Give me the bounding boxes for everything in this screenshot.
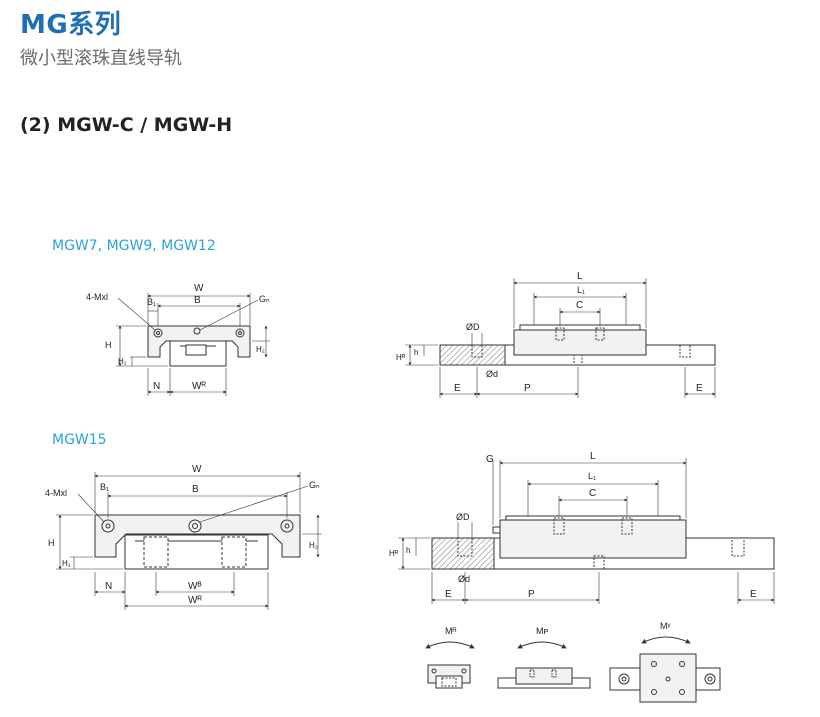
dim-h1: H₁	[62, 559, 71, 568]
dim-e: E	[445, 589, 452, 600]
dim-p: P	[524, 383, 531, 394]
model-label-large: MGW15	[52, 432, 107, 448]
dim-n: N	[153, 381, 160, 392]
moment-my-label: Mʸ	[660, 621, 670, 631]
dim-b1: B₁	[100, 482, 109, 492]
front-view-small	[116, 293, 270, 396]
dim-od: ØD	[466, 322, 480, 332]
dim-b1: B₁	[147, 297, 156, 307]
dim-gn: Gₙ	[309, 480, 320, 490]
moment-mr-label: Mᴿ	[445, 626, 457, 636]
dim-h2: H₂	[256, 345, 265, 354]
moment-mr-diagram	[425, 641, 475, 689]
dim-l1: L₁	[588, 471, 596, 481]
dim-od: ØD	[456, 512, 470, 522]
dim-c: C	[589, 488, 596, 499]
dim-e2: E	[696, 383, 703, 394]
dim-h2: H₂	[309, 541, 318, 550]
dim-l: L	[590, 451, 596, 462]
moment-mp-label: Mᴘ	[536, 626, 548, 636]
dim-mxl: 4-Mxl	[86, 292, 108, 302]
dim-g: G	[486, 454, 494, 465]
side-view-large-labels: G L L₁ C ØD Hᴿ h Ød E P E	[389, 451, 757, 600]
dim-e: E	[454, 383, 461, 394]
dim-l: L	[577, 271, 583, 282]
dim-wr: Wᴿ	[188, 595, 202, 606]
dim-c: C	[576, 300, 583, 311]
dim-p: P	[528, 589, 535, 600]
dim-hr: Hᴿ	[396, 353, 406, 362]
section-title: (2) MGW-C / MGW-H	[20, 114, 233, 136]
dim-n: N	[105, 581, 112, 592]
model-label-small: MGW7, MGW9, MGW12	[52, 238, 216, 254]
dim-b: B	[194, 295, 201, 306]
dim-wr: Wᴿ	[192, 381, 206, 392]
dim-b: B	[192, 484, 199, 495]
dim-h-small: h	[406, 546, 410, 555]
dim-od-small: Ød	[458, 574, 470, 584]
dim-gn: Gₙ	[259, 294, 270, 304]
dim-w: W	[194, 283, 204, 294]
dim-l1: L₁	[577, 285, 585, 295]
dim-e2: E	[750, 589, 757, 600]
dim-h1: H₁	[118, 357, 127, 366]
dim-h-small: h	[414, 348, 418, 357]
side-view-large	[398, 458, 775, 604]
series-title: MG系列	[20, 10, 122, 40]
moment-mp-diagram	[497, 641, 591, 689]
moment-my-diagram	[609, 636, 721, 703]
dim-od-small: Ød	[486, 369, 498, 379]
front-view-large-labels: W B B₁ 4-Mxl Gₙ H H₁ H₂ N Wᴮ Wᴿ	[45, 464, 320, 606]
dim-w: W	[192, 464, 202, 475]
dim-mxl: 4-Mxl	[45, 488, 67, 498]
dim-h: H	[105, 340, 112, 350]
dim-h: H	[48, 538, 55, 548]
series-subtitle: 微小型滚珠直线导轨	[20, 48, 182, 69]
front-view-small-labels: W B B₁ 4-Mxl Gₙ H H₁ H₂ N Wᴿ	[86, 283, 270, 392]
side-view-small	[405, 278, 716, 398]
moment-labels: Mᴿ Mᴘ Mʸ	[445, 621, 670, 636]
side-view-small-labels: L L₁ C ØD h Hᴿ Ød E P E	[396, 271, 703, 394]
dim-wb: Wᴮ	[188, 581, 202, 592]
front-view-large	[56, 472, 322, 610]
dim-hr: Hᴿ	[389, 549, 399, 558]
